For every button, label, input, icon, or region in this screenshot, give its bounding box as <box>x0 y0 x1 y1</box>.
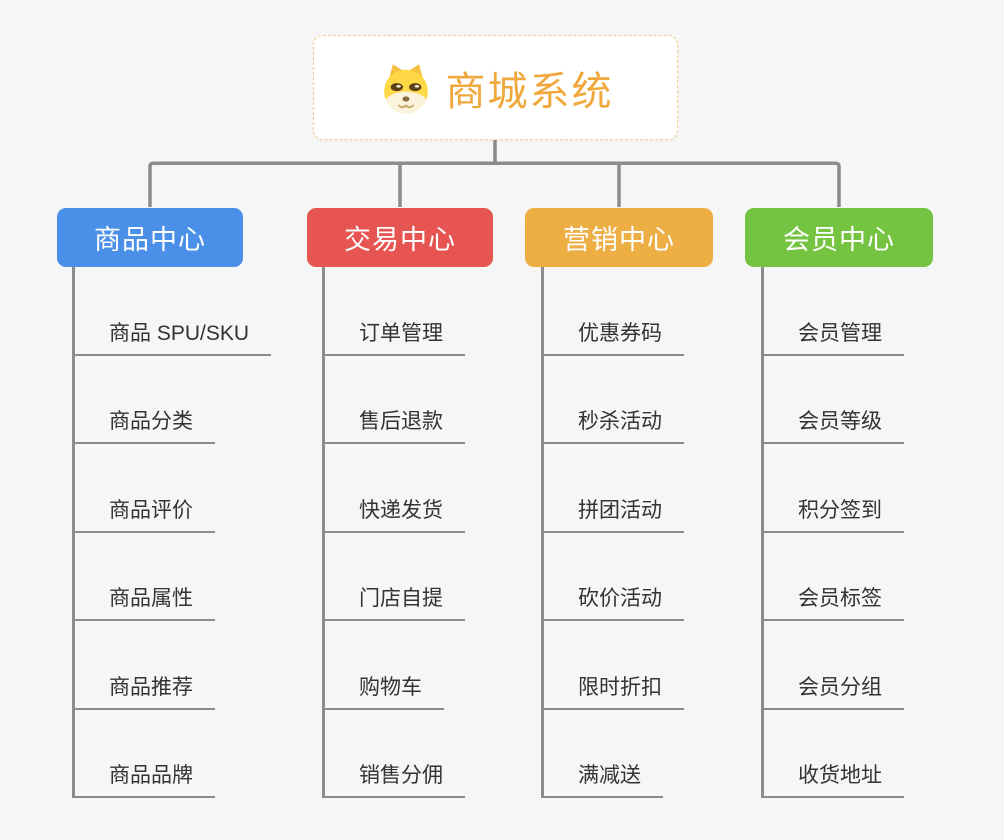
leaf-node[interactable]: 会员管理 <box>764 267 904 356</box>
branch-header-label: 交易中心 <box>344 225 456 255</box>
leaf-node[interactable]: 销售分佣 <box>325 710 465 799</box>
branch-header-marketing[interactable]: 营销中心 <box>525 208 713 267</box>
leaf-node[interactable]: 商品评价 <box>75 444 215 533</box>
branch-header-label: 商品中心 <box>94 225 206 255</box>
leaf-node[interactable]: 商品分类 <box>75 356 215 445</box>
leaf-node[interactable]: 商品属性 <box>75 533 215 622</box>
leaf-node[interactable]: 拼团活动 <box>544 444 684 533</box>
branch-header-product[interactable]: 商品中心 <box>57 208 243 267</box>
shiba-dog-icon <box>383 63 428 113</box>
leaf-node[interactable]: 限时折扣 <box>544 621 684 710</box>
leaf-node[interactable]: 积分签到 <box>764 444 904 533</box>
leaf-node[interactable]: 售后退款 <box>325 356 465 445</box>
leaf-node[interactable]: 商品品牌 <box>75 710 215 799</box>
leaf-node[interactable]: 会员标签 <box>764 533 904 622</box>
leaf-node[interactable]: 会员分组 <box>764 621 904 710</box>
leaf-column-member: 会员管理 会员等级 积分签到 会员标签 会员分组 收货地址 <box>761 267 904 799</box>
leaf-node[interactable]: 收货地址 <box>764 710 904 799</box>
leaf-node[interactable]: 门店自提 <box>325 533 465 622</box>
leaf-column-product: 商品 SPU/SKU 商品分类 商品评价 商品属性 商品推荐 商品品牌 <box>72 267 272 799</box>
leaf-node[interactable]: 砍价活动 <box>544 533 684 622</box>
leaf-node[interactable]: 快递发货 <box>325 444 465 533</box>
leaf-node[interactable]: 满减送 <box>544 710 663 799</box>
branch-header-trade[interactable]: 交易中心 <box>307 208 493 267</box>
leaf-node[interactable]: 秒杀活动 <box>544 356 684 445</box>
leaf-node[interactable]: 会员等级 <box>764 356 904 445</box>
leaf-column-trade: 订单管理 售后退款 快递发货 门店自提 购物车 销售分佣 <box>322 267 465 799</box>
branch-header-label: 营销中心 <box>563 225 675 255</box>
branch-header-label: 会员中心 <box>783 225 895 255</box>
leaf-node[interactable]: 优惠券码 <box>544 267 684 356</box>
leaf-node[interactable]: 订单管理 <box>325 267 465 356</box>
branch-header-member[interactable]: 会员中心 <box>745 208 933 267</box>
leaf-node[interactable]: 商品推荐 <box>75 621 215 710</box>
leaf-node[interactable]: 购物车 <box>325 621 444 710</box>
bus-line <box>148 161 841 207</box>
root-node[interactable]: 商城系统 <box>313 35 678 140</box>
leaf-column-marketing: 优惠券码 秒杀活动 拼团活动 砍价活动 限时折扣 满减送 <box>541 267 684 799</box>
leaf-node[interactable]: 商品 SPU/SKU <box>75 267 272 356</box>
root-title: 商城系统 <box>445 69 614 114</box>
